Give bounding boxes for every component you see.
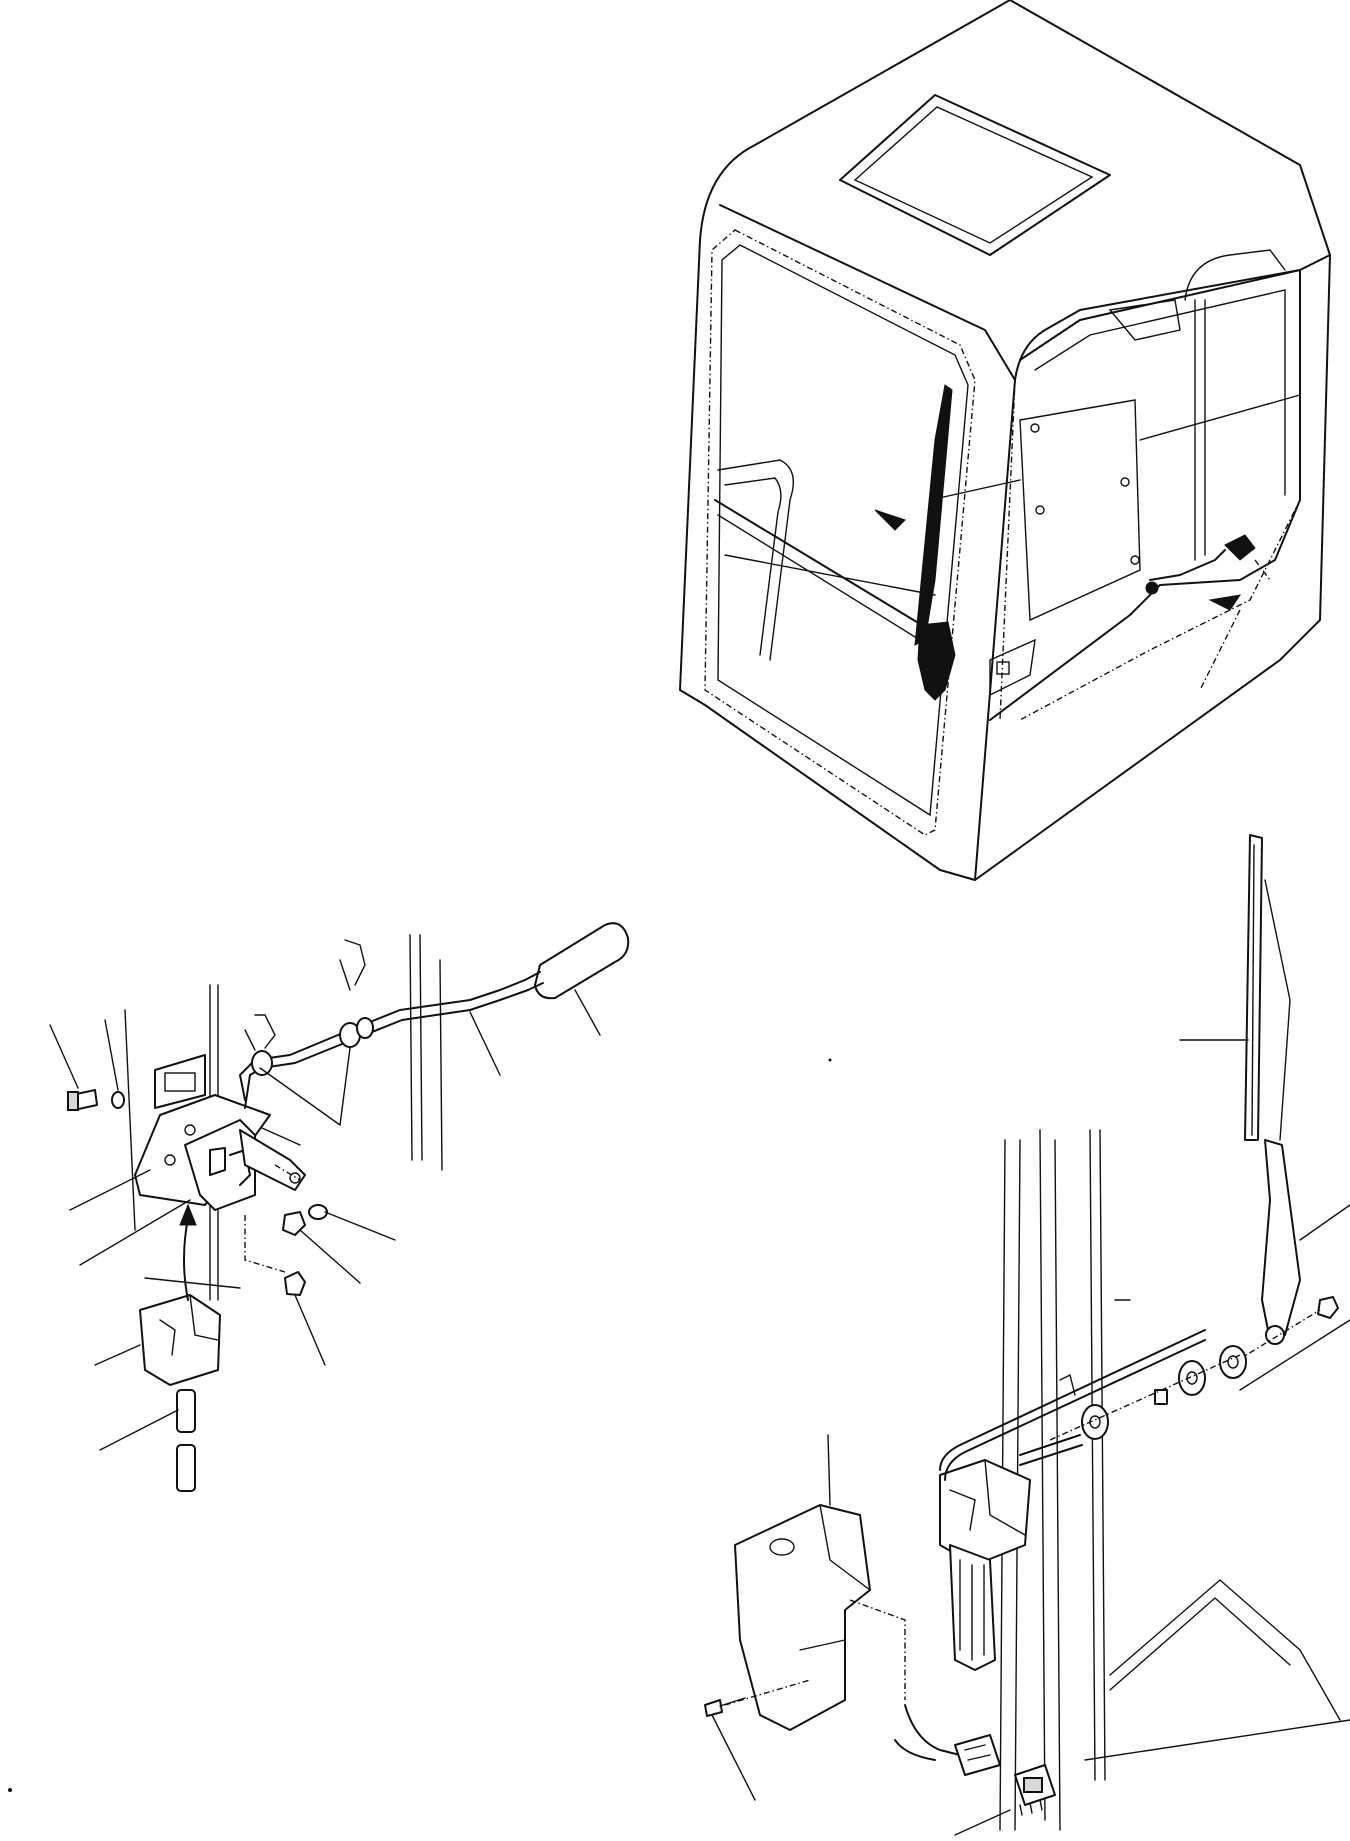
wiper-assembly-view bbox=[704, 834, 1350, 1831]
leader-line bbox=[94, 1344, 141, 1366]
washer bbox=[1081, 1404, 1109, 1440]
door-lock-assembly-view bbox=[67, 922, 630, 1492]
cab-wiper-blade bbox=[914, 384, 953, 646]
leader-lines bbox=[49, 989, 1350, 1836]
lock-cover-block bbox=[139, 1294, 221, 1386]
lock-knob bbox=[534, 922, 630, 1000]
leader-line bbox=[49, 1024, 79, 1089]
leader-line bbox=[711, 1714, 756, 1801]
leader-line bbox=[104, 1019, 119, 1091]
leader-line bbox=[324, 1211, 396, 1241]
nut bbox=[284, 1271, 306, 1296]
rod-bush bbox=[251, 1050, 273, 1076]
wiper-motor-cover bbox=[734, 1504, 871, 1731]
washer bbox=[1219, 1345, 1247, 1379]
roof-hatch bbox=[839, 94, 1111, 256]
leader-line bbox=[99, 1409, 179, 1451]
screw bbox=[704, 1699, 723, 1717]
arrow-icon bbox=[1208, 594, 1242, 611]
wiper-connector bbox=[954, 1734, 1001, 1776]
striker-plate bbox=[154, 1054, 206, 1109]
leader-line bbox=[574, 989, 601, 1036]
lock-control-rod bbox=[239, 979, 526, 1101]
lock-lever-arm bbox=[239, 1129, 306, 1191]
washer bbox=[1178, 1360, 1206, 1396]
leader-line bbox=[954, 1809, 1011, 1836]
leader-line bbox=[1299, 1204, 1350, 1241]
arrow-icon bbox=[179, 1203, 197, 1226]
leader-line bbox=[827, 1434, 831, 1506]
nut bbox=[1317, 1296, 1339, 1319]
washer bbox=[111, 1091, 125, 1109]
leader-line bbox=[261, 1127, 301, 1146]
leader-line bbox=[339, 1047, 351, 1126]
leader-line bbox=[79, 1199, 191, 1266]
leader-line bbox=[469, 1011, 501, 1076]
wiper-arm bbox=[1261, 1139, 1301, 1341]
leader-line bbox=[69, 1169, 151, 1211]
lock-latch-body bbox=[184, 1119, 256, 1211]
washer bbox=[308, 1204, 328, 1220]
cab-shell bbox=[679, 0, 1331, 881]
cab-overview-view bbox=[679, 0, 1331, 881]
arrow-icon bbox=[874, 509, 906, 531]
pin bbox=[176, 1389, 196, 1433]
pin bbox=[176, 1444, 196, 1492]
leader-line bbox=[299, 1229, 361, 1284]
leader-line bbox=[259, 1067, 341, 1126]
cab-wiper-motor bbox=[917, 621, 956, 701]
leader-line bbox=[294, 1294, 326, 1366]
